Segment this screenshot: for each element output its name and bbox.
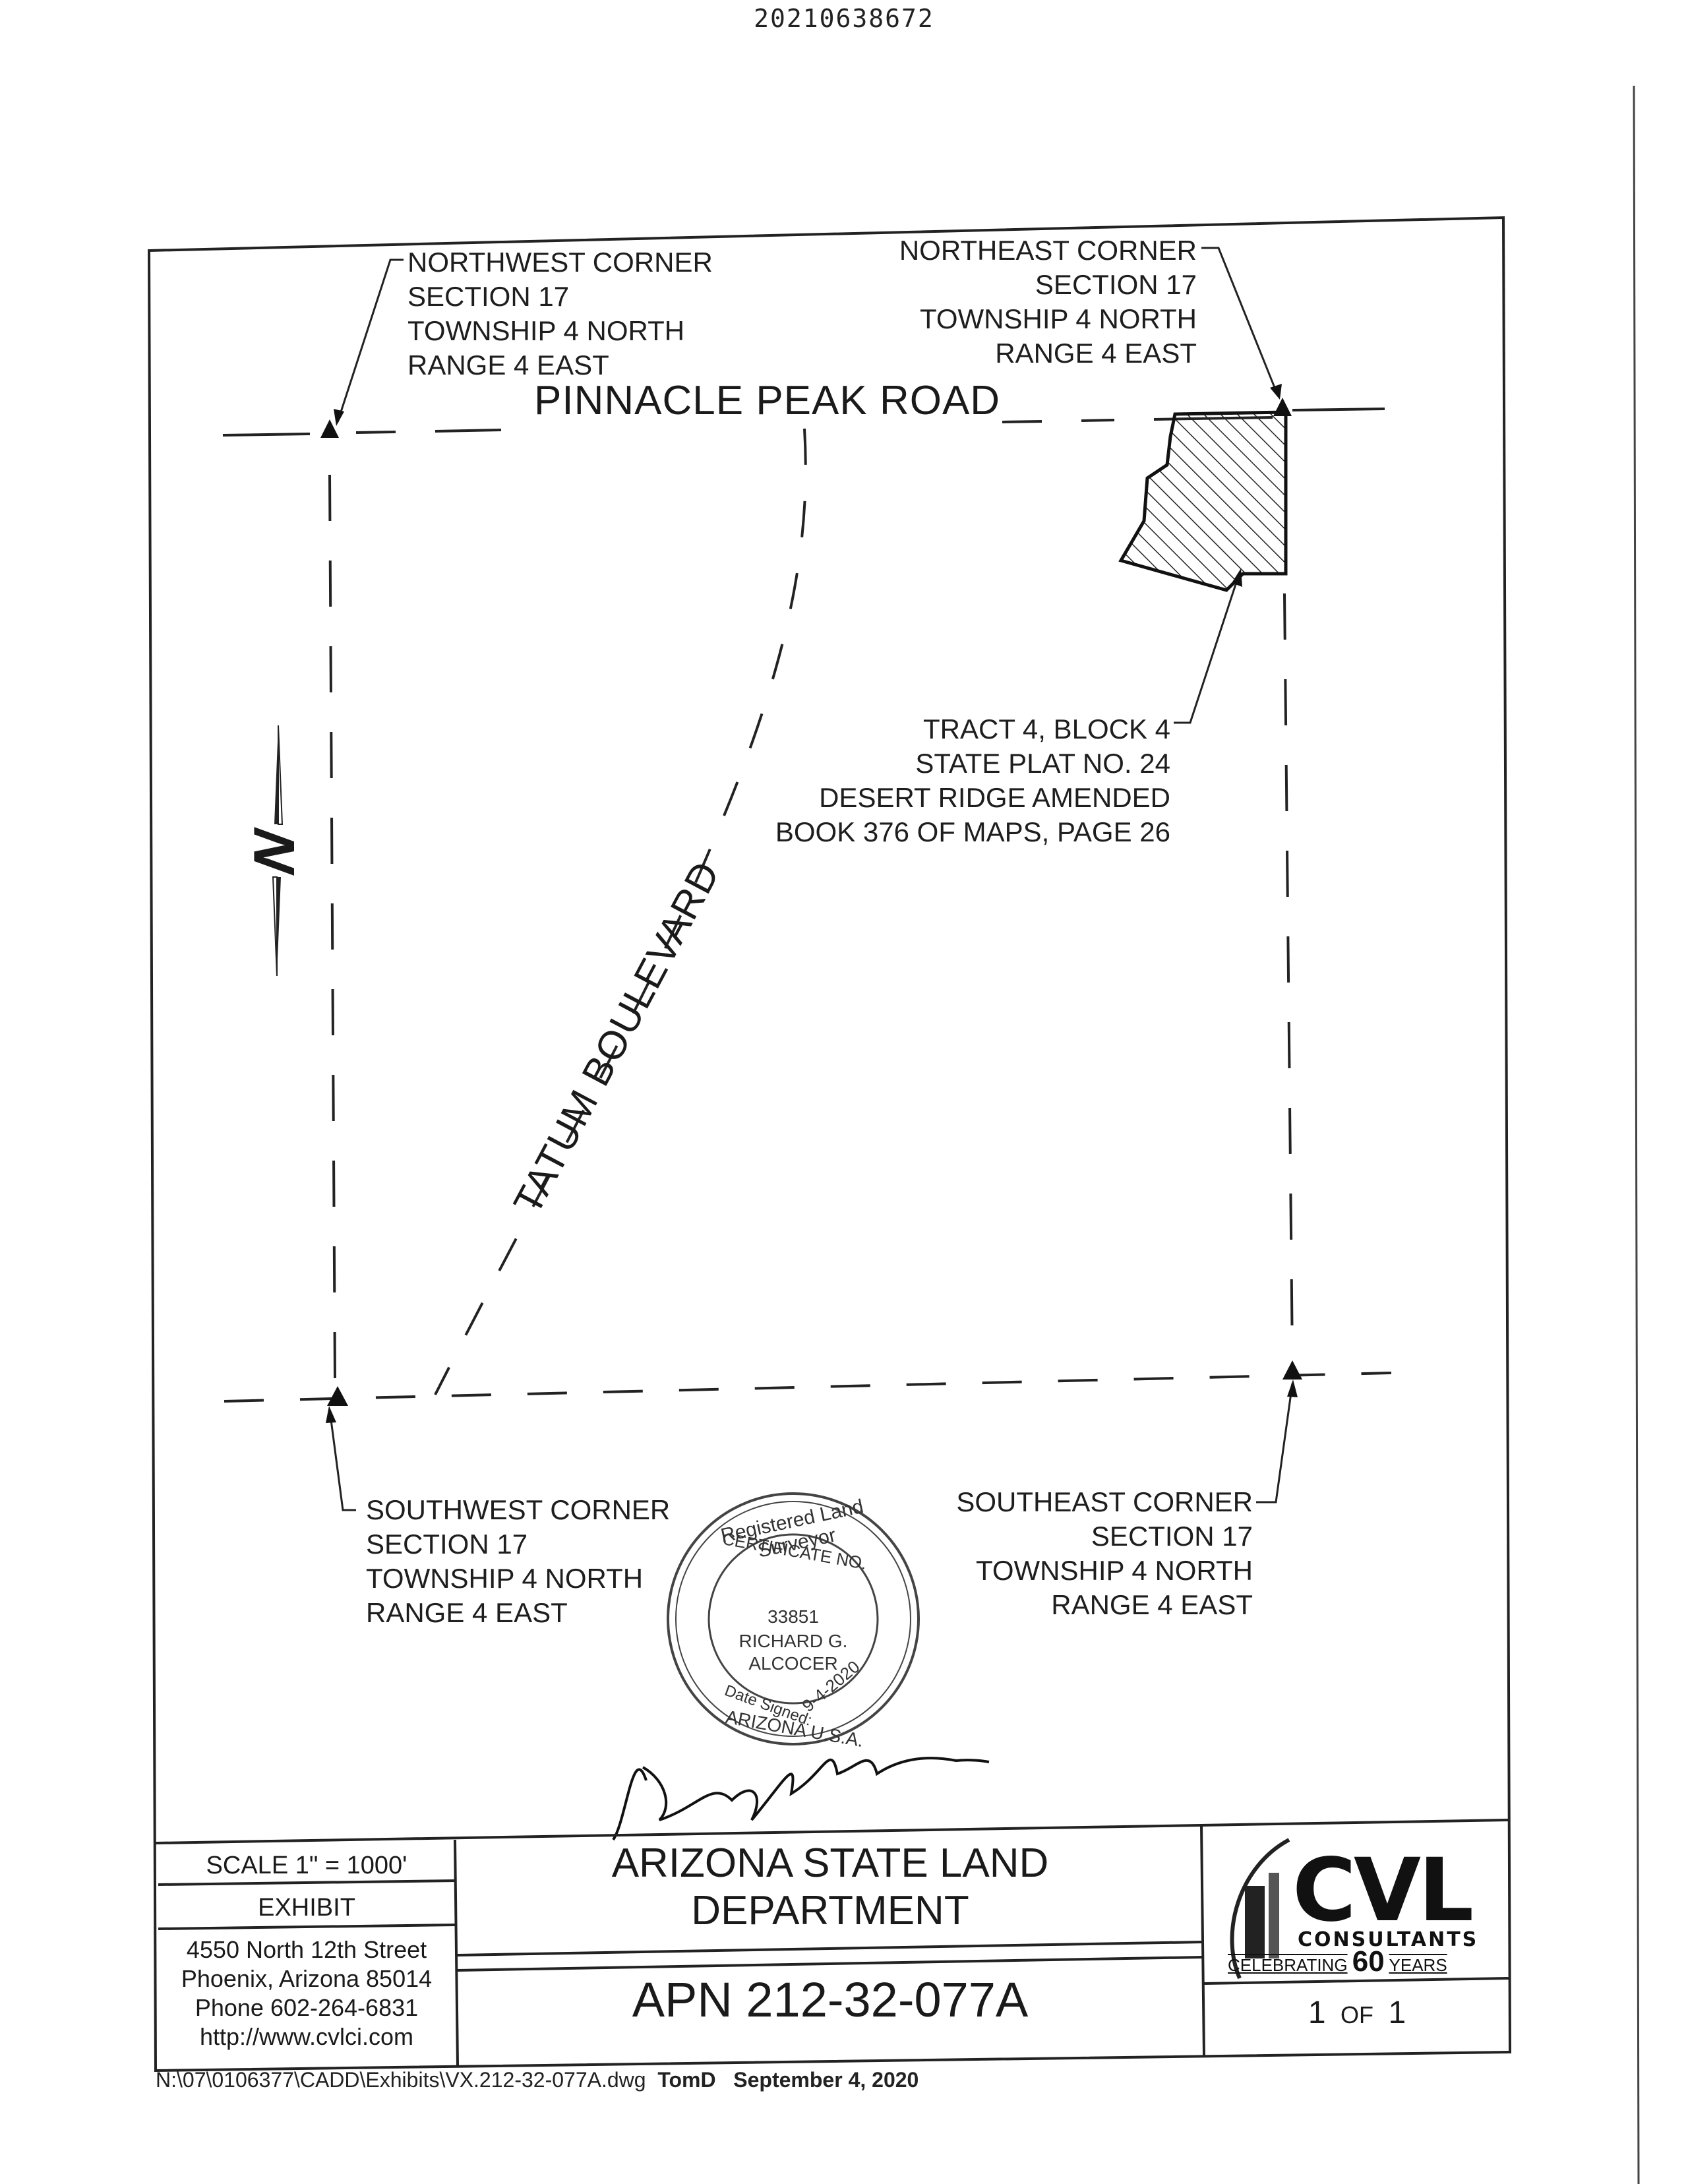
tatum-centerline [434,428,807,1395]
south-section-line [224,1372,1392,1403]
record-number: 20210638672 [754,4,934,33]
se-corner-marker [1282,1360,1302,1380]
apn-number: APN 212-32-077A [632,1972,1029,2027]
ne-corner-label: NORTHEAST CORNER SECTION 17 TOWNSHIP 4 N… [899,235,1197,369]
drawing-file-path: N:\07\0106377\CADD\Exhibits\VX.212-32-07… [156,2068,919,2092]
west-section-line [328,474,336,1379]
se-leader [1256,1383,1294,1503]
seal-name-2: ALCOCER [748,1653,838,1674]
sw-corner-label: SOUTHWEST CORNER SECTION 17 TOWNSHIP 4 N… [366,1494,671,1628]
nw-corner-marker [320,419,339,438]
exhibit-label: EXHIBIT [258,1894,355,1922]
hatched-parcel [1118,410,1288,592]
east-section-line [1283,593,1294,1359]
page-number: 1 OF 1 [1308,1995,1406,2030]
sw-leader [328,1409,356,1511]
se-corner-label: SOUTHEAST CORNER SECTION 17 TOWNSHIP 4 N… [956,1486,1253,1620]
scale-label: SCALE 1" = 1000' [206,1852,407,1879]
surveyor-seal [667,1492,920,1745]
cvl-logo-text: CVL [1292,1840,1474,1941]
title-block-frame [155,1819,1511,2066]
sw-corner-marker [327,1386,348,1406]
seal-number: 33851 [768,1606,819,1627]
cvl-celebrating: CELEBRATING 60 YEARS [1228,1945,1447,1978]
sheet-border [147,216,1512,2073]
client-name-line1: ARIZONA STATE LAND [611,1840,1049,1886]
nw-leader [336,258,404,423]
seal-name-1: RICHARD G. [738,1631,848,1651]
signature [612,1757,990,1841]
ne-leader [1201,247,1279,396]
cvl-consultants-text: CONSULTANTS [1298,1928,1479,1951]
tract-label: TRACT 4, BLOCK 4 STATE PLAT NO. 24 DESER… [775,713,1170,847]
page-edge [1633,85,1640,2184]
north-arrow-icon [272,725,284,977]
tract-leader [1174,572,1241,724]
nw-corner-label: NORTHWEST CORNER SECTION 17 TOWNSHIP 4 N… [407,247,713,380]
client-name-line2: DEPARTMENT [691,1888,969,1933]
pinnacle-peak-road-label: PINNACLE PEAK ROAD [534,378,1001,423]
firm-address: 4550 North 12th Street Phoenix, Arizona … [181,1936,433,2050]
cvl-logo-mark [1230,1838,1290,1980]
